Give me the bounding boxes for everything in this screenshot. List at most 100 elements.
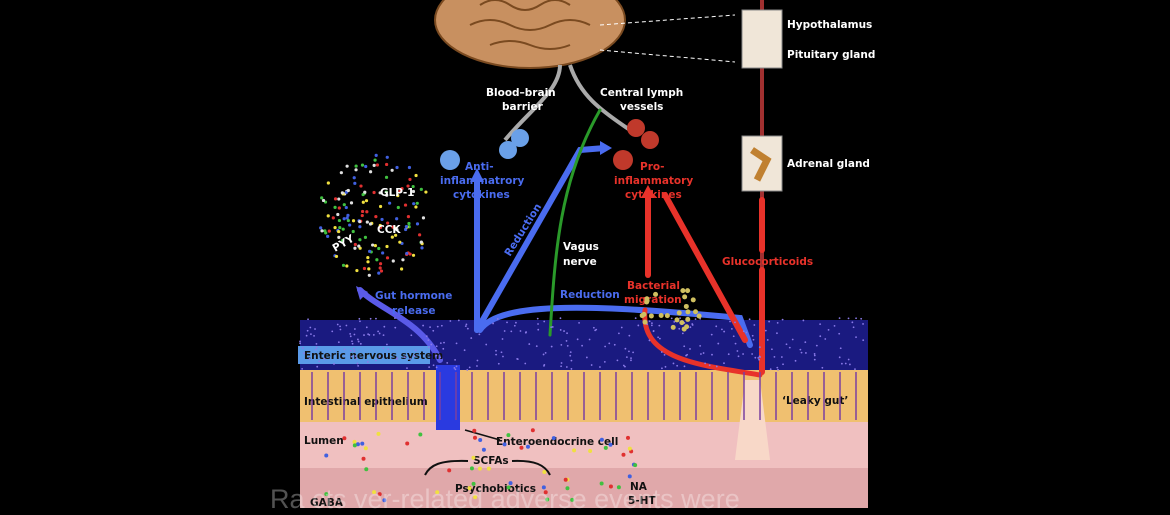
nerve-fiber xyxy=(443,341,445,344)
vagus-nerve[interactable] xyxy=(548,108,602,337)
molecule-atom xyxy=(419,240,423,244)
nerve-fiber xyxy=(510,330,513,333)
leaky-to-bacterial-arrow[interactable] xyxy=(642,307,763,378)
molecule-atom xyxy=(375,258,379,262)
bacteria xyxy=(690,297,696,303)
nerve-fiber xyxy=(625,356,628,358)
nerve-fiber xyxy=(363,334,365,336)
molecule-atom xyxy=(354,164,358,168)
nerve-fiber xyxy=(630,357,632,359)
svg-text:migration: migration xyxy=(624,294,682,306)
lumen-particle xyxy=(542,469,547,474)
nerve-fiber xyxy=(658,324,661,327)
nerve-fiber xyxy=(777,368,779,371)
nerve-fiber xyxy=(651,322,653,325)
nerve-fiber xyxy=(442,347,445,350)
nerve-fiber xyxy=(550,345,553,348)
nerve-fiber xyxy=(838,356,841,359)
nerve-fiber xyxy=(799,348,802,351)
lumen-particle xyxy=(588,448,593,453)
nerve-fiber xyxy=(308,357,311,360)
bacteria xyxy=(685,316,691,322)
molecule-atom xyxy=(338,225,342,230)
molecule-atom xyxy=(371,243,375,247)
nerve-fiber xyxy=(495,349,497,352)
molecule-atom xyxy=(368,222,373,226)
nerve-fiber xyxy=(378,356,381,358)
nerve-fiber xyxy=(427,346,430,349)
nerve-fiber xyxy=(478,333,481,336)
lumen-particle xyxy=(621,452,626,457)
nerve-fiber xyxy=(652,330,655,333)
molecule-atom xyxy=(404,224,409,229)
nerve-fiber xyxy=(839,347,842,350)
nerve-fiber xyxy=(862,339,865,342)
svg-text:barrier: barrier xyxy=(502,101,544,113)
lumen-particle xyxy=(625,435,630,440)
nerve-fiber xyxy=(425,335,428,338)
nerve-fiber xyxy=(742,353,744,355)
lumen-particle xyxy=(572,448,577,453)
lumen-particle xyxy=(633,463,638,468)
nerve-fiber xyxy=(315,342,318,345)
nerve-fiber xyxy=(506,321,508,324)
molecule-atom xyxy=(366,255,370,260)
nerve-fiber xyxy=(560,362,563,364)
lumen-particle xyxy=(447,468,452,473)
bacteria xyxy=(664,313,670,319)
nerve-fiber xyxy=(569,351,572,354)
nerve-fiber xyxy=(378,332,381,335)
nerve-fiber xyxy=(560,365,563,368)
nerve-fiber xyxy=(578,321,580,324)
molecule-atom xyxy=(404,227,408,232)
nerve-fiber xyxy=(813,354,816,357)
nerve-fiber xyxy=(365,326,368,329)
pro-to-gut-arrow[interactable] xyxy=(662,192,748,343)
label-epithelium: Intestinal epithelium xyxy=(304,396,428,408)
svg-text:nerve: nerve xyxy=(563,256,597,268)
nerve-fiber xyxy=(862,323,864,325)
molecule-atom xyxy=(385,155,389,159)
lumen-particle xyxy=(467,486,472,491)
nerve-fiber xyxy=(316,365,319,368)
nerve-fiber xyxy=(622,364,625,367)
nerve-fiber xyxy=(683,365,686,368)
molecule-atom xyxy=(327,229,331,233)
molecule-atom xyxy=(421,216,426,220)
nerve-fiber xyxy=(648,320,651,323)
nerve-fiber xyxy=(824,338,827,340)
reduction-arrow-horizontal[interactable] xyxy=(477,304,753,348)
nerve-fiber xyxy=(569,354,572,357)
bacteria xyxy=(674,317,680,323)
nerve-fiber xyxy=(410,334,413,337)
nerve-fiber xyxy=(544,351,547,354)
nerve-fiber xyxy=(309,326,312,329)
nerve-fiber xyxy=(734,321,736,324)
molecule-atom xyxy=(368,170,373,174)
nerve-fiber xyxy=(349,332,352,335)
molecule-atom xyxy=(326,181,330,185)
nerve-fiber xyxy=(375,317,377,320)
lumen-particle xyxy=(599,437,604,442)
nerve-fiber xyxy=(476,359,479,362)
nerve-fiber xyxy=(689,326,692,329)
nerve-fiber xyxy=(732,335,735,338)
nerve-fiber xyxy=(685,354,688,357)
molecule-atom xyxy=(385,256,390,260)
molecule-atom xyxy=(412,202,416,206)
molecule-atom xyxy=(358,219,362,224)
nerve-fiber xyxy=(780,356,783,358)
nerve-fiber xyxy=(632,351,634,354)
molecule-atom xyxy=(333,225,337,230)
molecule-atom xyxy=(358,238,362,242)
nerve-fiber xyxy=(466,327,469,330)
bacteria xyxy=(648,313,654,319)
molecule-atom xyxy=(378,191,382,195)
nerve-fiber xyxy=(357,365,360,367)
nerve-fiber xyxy=(592,326,595,329)
nerve-fiber xyxy=(805,352,807,354)
gut-hormone-arrow[interactable] xyxy=(357,287,443,363)
nerve-fiber xyxy=(432,329,435,332)
label-gaba: GABA xyxy=(310,497,344,508)
